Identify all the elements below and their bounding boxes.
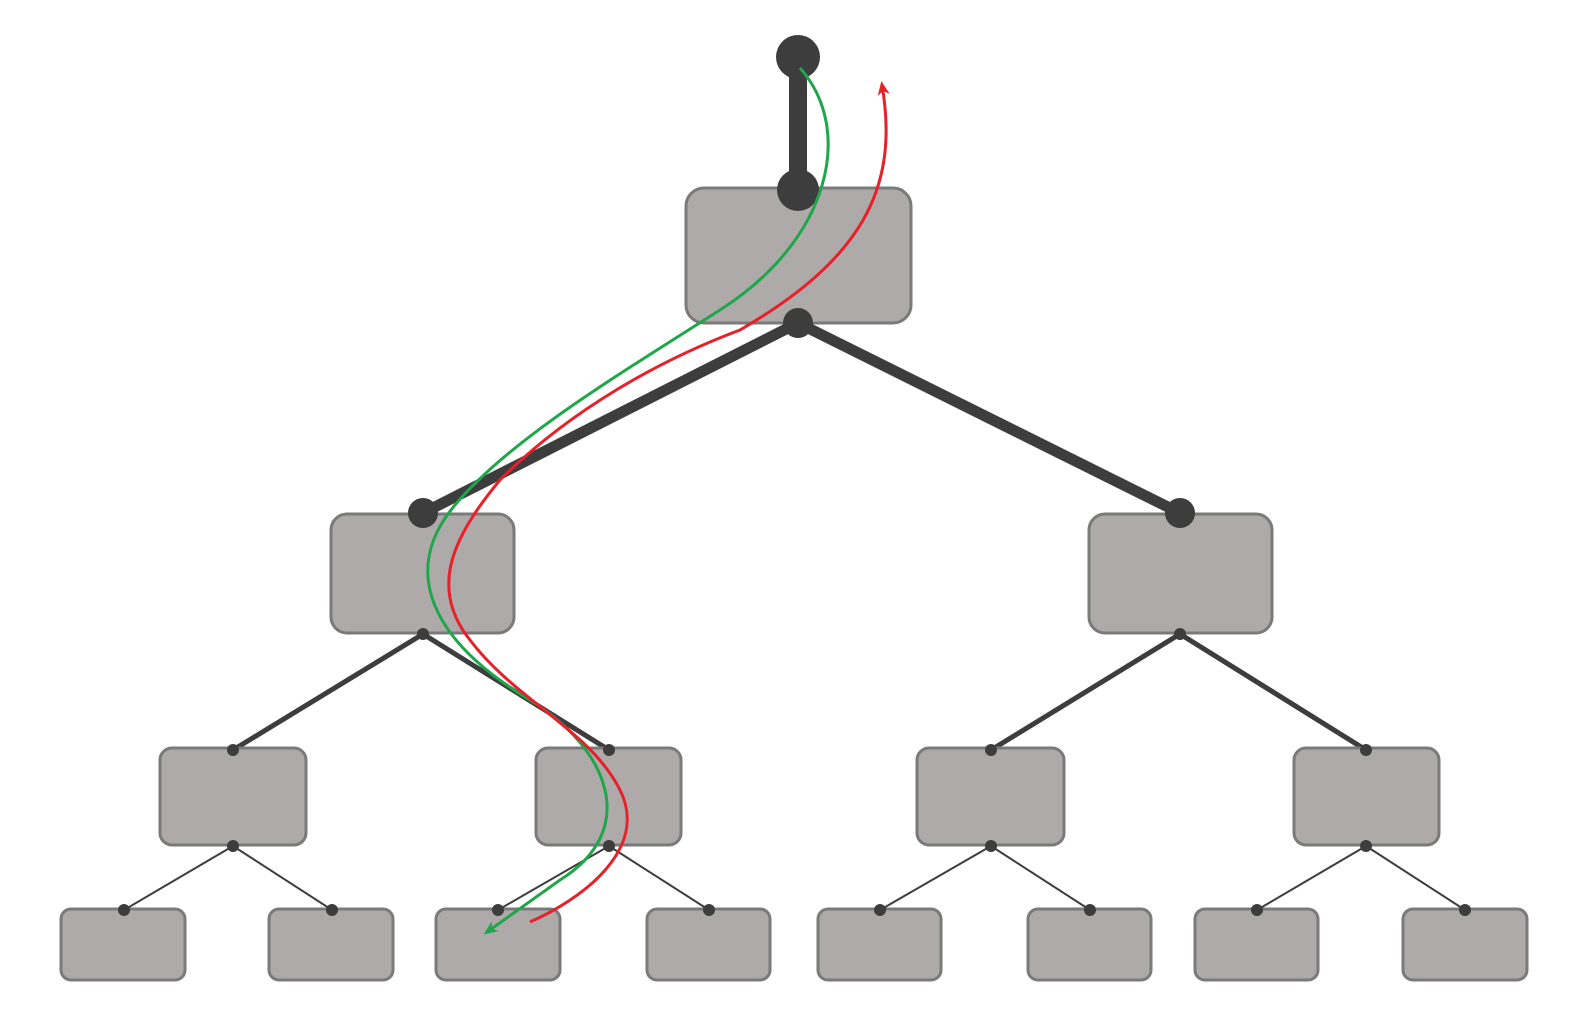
tree-node-n6 [915,746,1066,847]
joint-n3-top [1165,498,1195,528]
edge-n3-n7 [1177,631,1369,753]
tree-node-n4 [158,746,308,847]
joint-n3-bottom [1174,628,1186,640]
joint-n2-top [408,498,438,528]
edge-n3-n6 [988,631,1183,753]
tree-node-n15 [1401,907,1529,982]
edge-n7-n15 [1365,845,1466,911]
joint-n11-top [703,904,715,916]
joint-n1-bottom [783,308,813,338]
edge-n6-n12 [879,845,992,911]
joint-n1-top [777,169,819,211]
joint-n8-top [118,904,130,916]
joint-n15-top [1459,904,1471,916]
tree-node-n14 [1193,907,1320,982]
tree-node-n3 [1087,512,1274,635]
joint-n6-top [985,744,997,756]
joint-n14-top [1251,904,1263,916]
tree-node-n12 [816,907,943,982]
tree-node-n8 [59,907,187,982]
joint-n5-bottom [603,840,615,852]
joint-n7-bottom [1360,840,1372,852]
edge-n6-n13 [990,845,1091,911]
edge-n4-n8 [123,845,234,911]
joint-root [776,35,820,79]
paths-layer [426,67,890,935]
edge-n5-n11 [608,845,710,911]
edge-n1-n2 [417,317,804,519]
edge-n4-n9 [232,845,333,911]
edge-n7-n14 [1256,845,1367,911]
path-up-red [447,81,890,924]
joint-n2-bottom [417,628,429,640]
joint-n6-bottom [985,840,997,852]
joint-n4-top [227,744,239,756]
joint-n9-top [326,904,338,916]
joint-n12-top [874,904,886,916]
edge-n1-n3 [792,317,1186,519]
joint-n4-bottom [227,840,239,852]
tree-node-n13 [1026,907,1153,982]
tree-node-n7 [1292,746,1441,847]
joint-n13-top [1084,904,1096,916]
path-down-green [426,67,830,935]
joint-n5-top [603,744,615,756]
tree-node-n9 [267,907,395,982]
edge-n2-n4 [230,631,426,753]
joint-n7-top [1360,744,1372,756]
joints-layer [118,35,1471,916]
tree-node-n2 [329,512,516,635]
joint-n10-top [492,904,504,916]
nodes-layer [59,186,1529,982]
tree-node-n5 [534,746,683,847]
tree-node-n10 [434,907,562,982]
tree-node-n11 [645,907,772,982]
edge-n5-n10 [497,845,610,911]
